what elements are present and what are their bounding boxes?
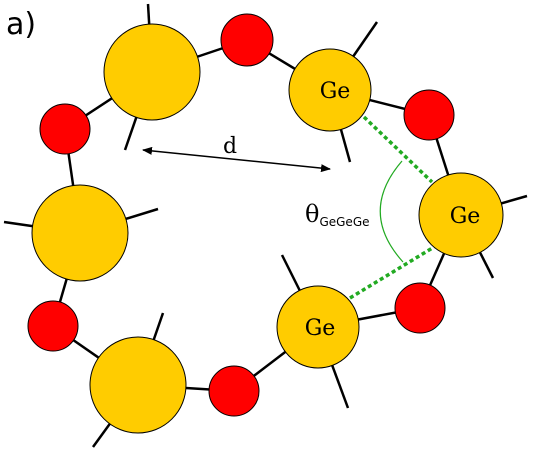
ge-ge-dotted-line: [349, 245, 435, 300]
oxygen-atoms: [27, 13, 455, 417]
distance-label: d: [223, 134, 237, 159]
oxygen-atom: [220, 13, 274, 67]
oxygen-atom: [39, 103, 91, 155]
germanium-atom: [31, 184, 129, 282]
germanium-atom: [276, 285, 360, 369]
germanium-atoms: [31, 23, 504, 434]
ge-label: Ge: [450, 204, 481, 229]
angle-geometry: [349, 115, 435, 300]
ge-label: Ge: [305, 316, 336, 341]
oxygen-atom: [394, 282, 446, 334]
distance-arrow: [142, 146, 331, 173]
germanium-atom: [418, 172, 504, 258]
angle-arc: [379, 160, 404, 263]
germanium-atom: [288, 48, 372, 132]
germanium-atom: [89, 336, 187, 434]
panel-label: a): [6, 7, 36, 42]
germanium-atom: [103, 23, 201, 121]
angle-symbol: θ: [305, 200, 319, 228]
angle-subscript: GeGeGe: [319, 215, 369, 229]
oxygen-atom: [27, 300, 79, 352]
ge-label: Ge: [320, 79, 351, 104]
angle-label: θGeGeGe: [305, 200, 370, 229]
ge-ge-dotted-line: [362, 115, 434, 184]
oxygen-atom: [208, 365, 260, 417]
oxygen-atom: [403, 89, 455, 141]
